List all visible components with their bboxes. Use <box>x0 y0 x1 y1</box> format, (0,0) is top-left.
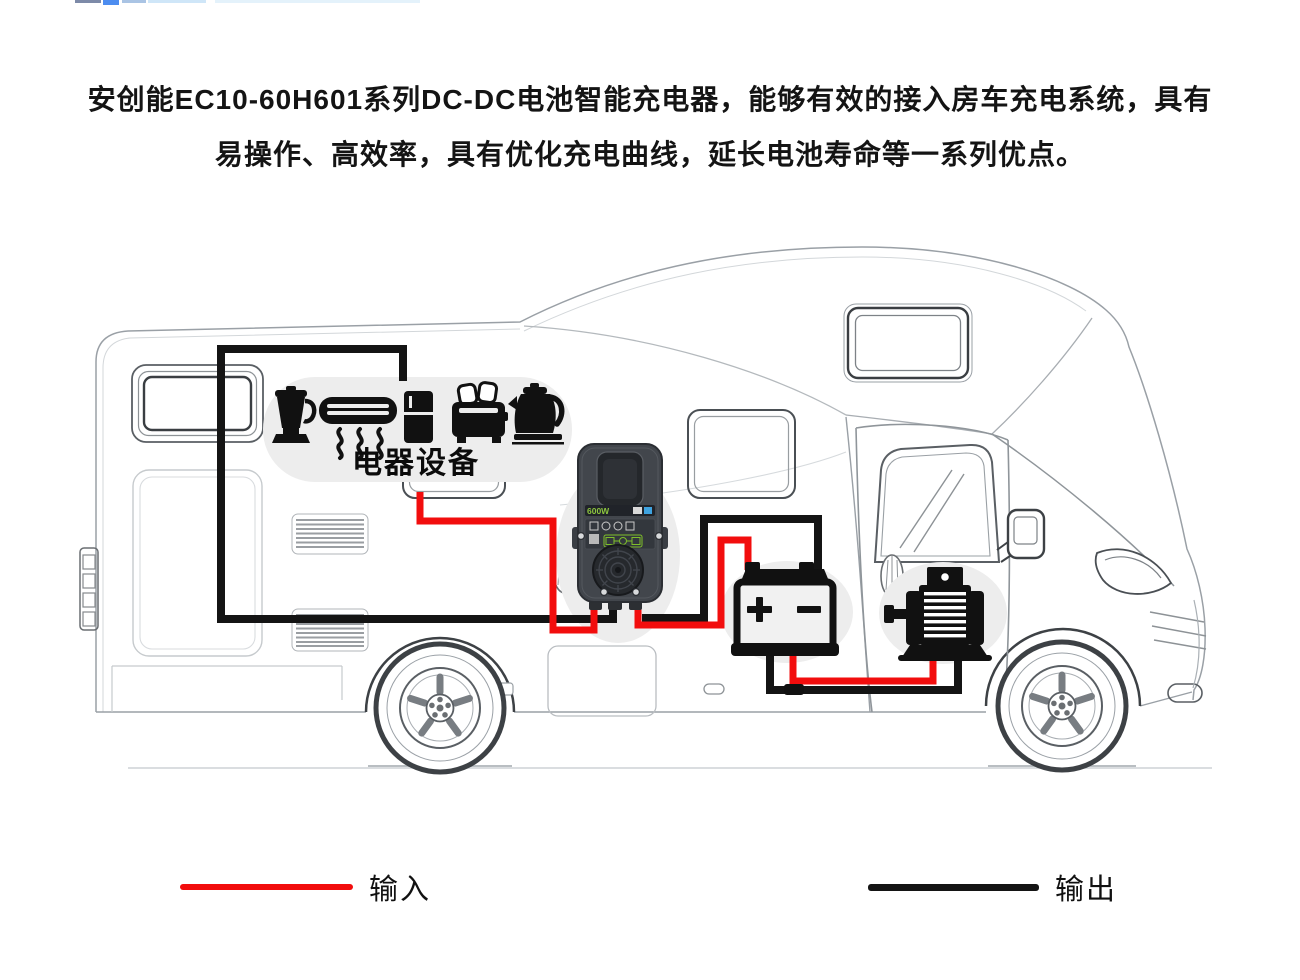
output-wire-motor <box>766 648 962 694</box>
page-title: 安创能EC10-60H601系列DC-DC电池智能充电器，能够有效的接入房车充电… <box>0 86 1300 169</box>
charger-spec-label <box>584 518 656 550</box>
legend-output: 输出 <box>868 866 1117 908</box>
side-mirror <box>996 508 1046 563</box>
heat-wave-icon <box>336 427 384 460</box>
cab-body-seam <box>845 416 871 713</box>
output-wire-appliances <box>217 345 617 623</box>
legend-output-line <box>868 883 1039 891</box>
partial-logo <box>75 0 101 3</box>
rear-wheel-arch <box>364 636 516 713</box>
wires <box>217 345 962 695</box>
cab-door-window <box>873 443 1001 563</box>
overcab-window <box>843 303 973 383</box>
mid-window-right <box>687 409 796 499</box>
partial-logo-fade2 <box>148 0 206 3</box>
toaster-icon <box>452 381 508 443</box>
charger-device: 600W <box>572 443 668 610</box>
battery-plus-sign <box>747 597 772 622</box>
input-wire-battery <box>634 536 752 629</box>
fog-light <box>1167 683 1203 703</box>
wire-connector-block <box>784 684 804 695</box>
battery-icon <box>731 562 839 656</box>
legend-output-label: 输出 <box>1055 874 1118 906</box>
partial-logo-fade1 <box>122 0 146 3</box>
kettle-icon <box>508 383 565 445</box>
charger-fan <box>592 544 644 596</box>
battery-minus-sign <box>797 606 821 613</box>
appliances-label: 电器设备 <box>352 446 480 480</box>
charger-power-label: 600W <box>587 506 610 516</box>
body-handle <box>703 683 725 695</box>
vent-grille-upper <box>291 513 369 555</box>
motor-icon <box>884 567 992 661</box>
rear-window <box>131 364 264 443</box>
air-conditioner-icon <box>319 397 397 460</box>
legend-input-line <box>180 884 353 890</box>
title-line-2: 易操作、高效率，具有优化充电曲线，延长电池寿命等一系列优点。 <box>214 139 1085 170</box>
luton-underside <box>991 317 1093 435</box>
input-wire-motor <box>789 648 937 685</box>
blender-icon <box>272 386 317 443</box>
rv-body-outline <box>95 246 1206 712</box>
entry-step <box>79 547 99 631</box>
legend-input: 输入 <box>180 866 431 908</box>
partial-logo-fade3 <box>215 0 420 3</box>
storage-door <box>547 645 657 717</box>
rv-outline <box>79 246 1212 775</box>
front-grille <box>1149 599 1207 703</box>
front-wheel <box>995 639 1129 773</box>
rear-wheel <box>373 641 507 775</box>
appliances: 电器设备 <box>272 381 565 480</box>
partial-logo-blue <box>103 0 119 5</box>
refrigerator-icon <box>404 391 433 443</box>
rear-door <box>132 469 263 657</box>
legend-input-label: 输入 <box>369 874 432 906</box>
front-wheel-arch <box>984 627 1142 707</box>
output-wire-battery <box>642 515 822 622</box>
cab-cowl-line <box>523 325 847 416</box>
input-wire-left <box>416 492 598 634</box>
title-line-1: 安创能EC10-60H601系列DC-DC电池智能充电器，能够有效的接入房车充电… <box>87 84 1213 115</box>
cab-door <box>855 423 1011 713</box>
headlight <box>1094 548 1173 595</box>
